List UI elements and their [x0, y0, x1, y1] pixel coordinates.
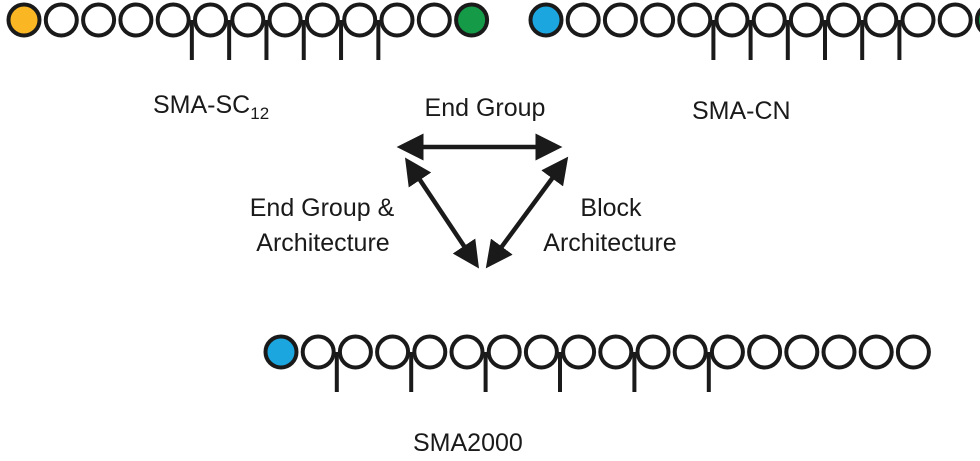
sma-sc12-bead: [342, 2, 378, 38]
sma2000-bead: [263, 334, 299, 370]
block-architecture-arrow: [485, 156, 569, 269]
sma2000-bead: [747, 334, 783, 370]
sma2000-bead: [337, 334, 373, 370]
sma-sc12-bead: [230, 2, 266, 38]
sma2000-bead: [672, 334, 708, 370]
sma-cn-bead: [974, 7, 980, 33]
end-group-architecture-arrow: [405, 157, 479, 269]
sma2000-bead: [412, 334, 448, 370]
sma-cn-bead: [677, 2, 713, 38]
sma2000-bead: [523, 334, 559, 370]
sma2000-bead: [784, 334, 820, 370]
end-group-label: End Group: [425, 94, 546, 122]
sma-sc12-bead: [81, 2, 117, 38]
sma2000-label: SMA2000: [413, 429, 523, 457]
block-architecture-label-line2: Architecture: [543, 229, 676, 257]
sma-cn-bead: [714, 2, 750, 38]
sma-sc12-bead: [379, 2, 415, 38]
sma-cn-bead: [640, 2, 676, 38]
sma-cn-bead: [937, 2, 973, 38]
end-group-architecture-label-line2: Architecture: [256, 229, 389, 257]
sma2000-bead: [375, 334, 411, 370]
end-group-architecture-label-line1: End Group &: [250, 194, 395, 222]
sma2000-bead: [858, 334, 894, 370]
sma-cn-label: SMA-CN: [692, 97, 791, 125]
sma-sc12-chain: [6, 2, 490, 60]
sma-sc12-subscript: 12: [250, 104, 269, 123]
sma-sc12-bead: [304, 2, 340, 38]
sma-cn-bead: [788, 2, 824, 38]
sma-sc12-bead: [267, 2, 303, 38]
sma2000-bead: [561, 334, 597, 370]
sma-sc12-bead: [454, 2, 490, 38]
sma-sc12-bead: [193, 2, 228, 38]
sma-cn-bead: [826, 2, 862, 38]
sma-cn-bead: [602, 2, 638, 38]
sma2000-bead: [449, 334, 485, 370]
sma-sc12-bead: [155, 2, 191, 38]
sma-cn-bead: [565, 2, 601, 38]
sma2000-bead: [598, 334, 634, 370]
sma-sc12-label: SMA-SC12: [153, 91, 269, 123]
sma-cn-bead: [863, 2, 899, 38]
sma-cn-bead: [751, 2, 787, 38]
sma2000-bead: [821, 334, 857, 370]
sma2000-bead: [709, 334, 745, 370]
sma2000-chain: [263, 334, 931, 392]
sma2000-bead: [895, 334, 931, 370]
sma2000-bead: [635, 334, 671, 370]
sma-sc12-bead: [43, 2, 79, 38]
sma-cn-chain: [528, 2, 980, 60]
sma-sc12-bead: [416, 2, 452, 38]
sma-cn-bead: [900, 2, 936, 38]
sma-cn-bead: [528, 2, 564, 38]
sma-sc12-bead: [6, 2, 42, 38]
sma2000-bead: [486, 334, 522, 370]
block-architecture-label-line1: Block: [580, 194, 642, 222]
sma2000-bead: [300, 334, 336, 370]
sma-sc12-bead: [118, 2, 154, 38]
